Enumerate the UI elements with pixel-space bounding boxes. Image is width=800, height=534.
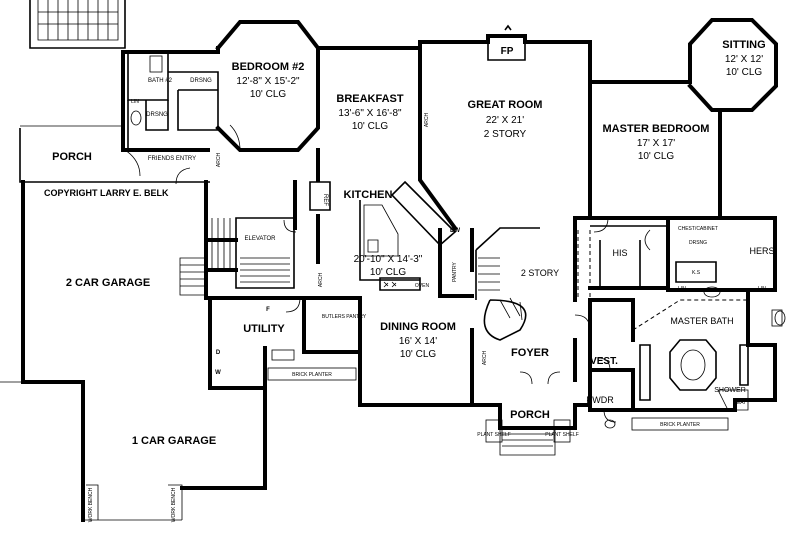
drsng-master-label: DRSNG — [689, 240, 707, 246]
bedroom2-size: 12'-8" X 15'-2" — [236, 76, 300, 87]
dining-room-name: DINING ROOM — [380, 321, 456, 333]
hers-label: HERS — [749, 246, 774, 256]
f-label: F — [266, 307, 270, 313]
dining-room-ceiling: 10' CLG — [400, 349, 437, 360]
fixtures — [130, 55, 786, 456]
sitting-ceiling: 10' CLG — [726, 67, 763, 78]
interior-lines — [0, 52, 749, 521]
bedroom2-name: BEDROOM #2 — [232, 61, 305, 73]
porch-side-name: PORCH — [52, 151, 92, 163]
butlers-pantry-label: BUTLERS PANTRY — [322, 314, 367, 320]
washer-label: W — [215, 370, 221, 376]
master-bedroom-size: 17' X 17' — [637, 138, 675, 149]
foyer-name: FOYER — [511, 347, 549, 359]
breakfast-size: 13'-6" X 16'-8" — [338, 108, 402, 119]
dryer-label: D — [216, 350, 221, 356]
shower-label: SHOWER — [714, 387, 746, 394]
doors — [124, 124, 651, 423]
one-car-garage-name: 1 CAR GARAGE — [132, 435, 216, 447]
bath2-label: BATH #2 — [148, 78, 173, 84]
kitchen-name: KITCHEN — [344, 189, 393, 201]
master-bath-name: MASTER BATH — [670, 316, 733, 326]
breakfast-ceiling: 10' CLG — [352, 121, 389, 132]
arch-label-4: ARCH — [482, 351, 488, 366]
walls — [19, 18, 778, 522]
chest-cabinet-label: CHEST/CABINET — [678, 226, 718, 232]
great-room-height: 2 STORY — [484, 129, 527, 140]
friends-entry-label: FRIENDS ENTRY — [148, 156, 196, 162]
kitchen-size: 20'-10" X 14'-3" — [354, 254, 423, 265]
plant-shelf-label-1: PLANT SHELF — [477, 432, 511, 438]
two-story-label: 2 STORY — [521, 268, 559, 278]
lin-master-label-1: LIN — [678, 286, 686, 292]
oven-label: OVEN — [415, 283, 430, 289]
fireplace — [487, 24, 526, 61]
ref-label: REF — [322, 194, 328, 206]
master-bedroom-ceiling: 10' CLG — [638, 151, 675, 162]
brick-planter-label-2: BRICK PLANTER — [660, 422, 700, 428]
drsng2-label: DRSNG — [146, 112, 168, 118]
great-room-size: 22' X 21' — [486, 115, 524, 126]
breakfast-name: BREAKFAST — [336, 93, 404, 105]
kitchen-ceiling: 10' CLG — [370, 267, 407, 278]
bedroom2-ceiling: 10' CLG — [250, 89, 287, 100]
utility-name: UTILITY — [243, 323, 285, 335]
staircases — [211, 218, 540, 341]
brick-planter-label-1: BRICK PLANTER — [292, 372, 332, 378]
ks-label: K.S — [692, 270, 701, 276]
dw-label: DW — [450, 228, 460, 234]
work-bench-label-1: WORK BENCH — [88, 487, 94, 522]
porch-front-name: PORCH — [510, 409, 550, 421]
arch-label-3: ARCH — [318, 273, 324, 288]
arch-label-1: ARCH — [424, 113, 430, 128]
dining-room-size: 16' X 14' — [399, 336, 437, 347]
lin-master-label-2: LIN — [758, 286, 766, 292]
lin-label: LIN — [131, 99, 139, 105]
deck-stairs — [29, 0, 126, 49]
fp-label: FP — [501, 46, 514, 57]
pantry-label: PANTRY — [452, 261, 458, 281]
two-car-garage-name: 2 CAR GARAGE — [66, 277, 150, 289]
great-room-name: GREAT ROOM — [468, 99, 543, 111]
arch-label-2: ARCH — [216, 153, 222, 168]
plant-shelf-label-2: PLANT SHELF — [545, 432, 579, 438]
drsng-label: DRSNG — [190, 78, 212, 84]
vest-name: VEST. — [590, 356, 618, 367]
sitting-name: SITTING — [722, 39, 765, 51]
his-label: HIS — [612, 248, 627, 258]
elevator-label: ELEVATOR — [244, 236, 276, 242]
seat-label: SEAT — [734, 400, 747, 406]
master-bedroom-name: MASTER BEDROOM — [603, 123, 710, 135]
sitting-size: 12' X 12' — [725, 54, 763, 65]
copyright-text: COPYRIGHT LARRY E. BELK — [44, 188, 169, 198]
work-bench-label-2: WORK BENCH — [171, 487, 177, 522]
pwdr-name: PWDR — [586, 395, 614, 405]
